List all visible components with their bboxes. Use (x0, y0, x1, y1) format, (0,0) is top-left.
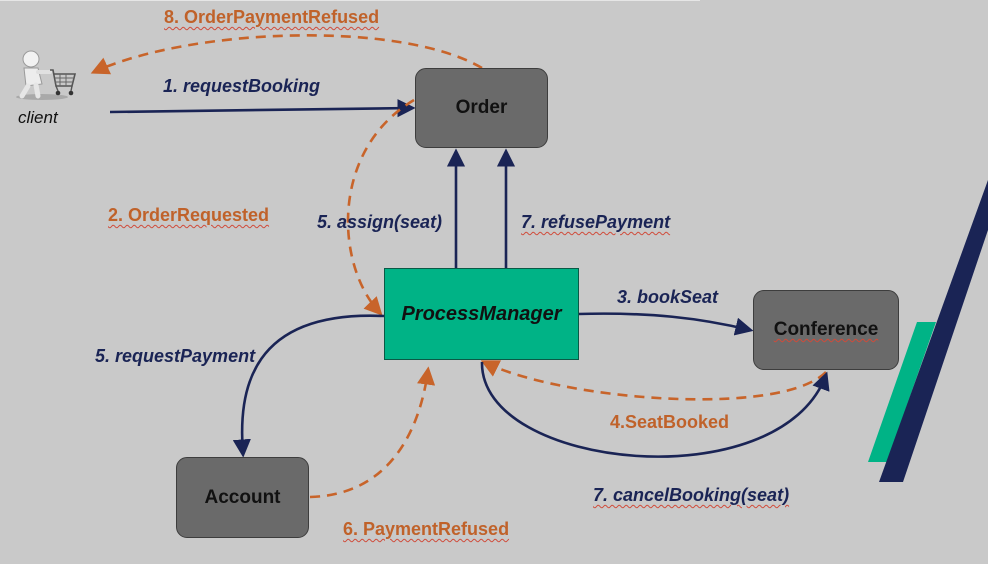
process-manager-node-label: ProcessManager (401, 302, 562, 325)
account-node-label: Account (204, 486, 281, 508)
account-node[interactable]: Account (176, 457, 309, 538)
order-node-label: Order (455, 97, 508, 118)
label-payment-refused: 6. PaymentRefused (343, 519, 510, 539)
decor-stripe-green (868, 322, 936, 462)
client-label: client (18, 108, 58, 127)
top-divider (0, 0, 700, 1)
conference-node[interactable]: Conference (753, 290, 899, 370)
arrow-request-payment (232, 314, 385, 458)
label-order-payment-refused: 8. OrderPaymentRefused (164, 7, 380, 27)
arrow-cancel-booking (480, 361, 830, 458)
conference-node-label: Conference (773, 319, 879, 340)
arrow-order-payment-refused (90, 34, 483, 75)
label-assign-seat: 5. assign(seat) (317, 212, 443, 232)
process-manager-node[interactable]: ProcessManager (384, 268, 579, 360)
arrow-request-booking (109, 99, 416, 118)
arrow-order-requested (346, 98, 415, 316)
arrow-book-seat (577, 312, 754, 336)
order-node[interactable]: Order (415, 68, 548, 148)
label-request-payment: 5. requestPayment (95, 346, 256, 366)
label-refuse-payment: 7. refusePayment (521, 212, 671, 232)
client-shopper-icon (16, 50, 77, 100)
arrow-seat-booked (480, 360, 827, 401)
arrow-payment-refused (309, 366, 436, 499)
label-book-seat: 3. bookSeat (617, 287, 719, 307)
label-request-booking: 1. requestBooking (163, 76, 321, 96)
label-cancel-booking: 7. cancelBooking(seat) (593, 485, 790, 505)
decor-stripe-navy (879, 180, 988, 482)
label-seat-booked: 4.SeatBooked (610, 412, 730, 432)
label-order-requested: 2. OrderRequested (108, 205, 270, 225)
